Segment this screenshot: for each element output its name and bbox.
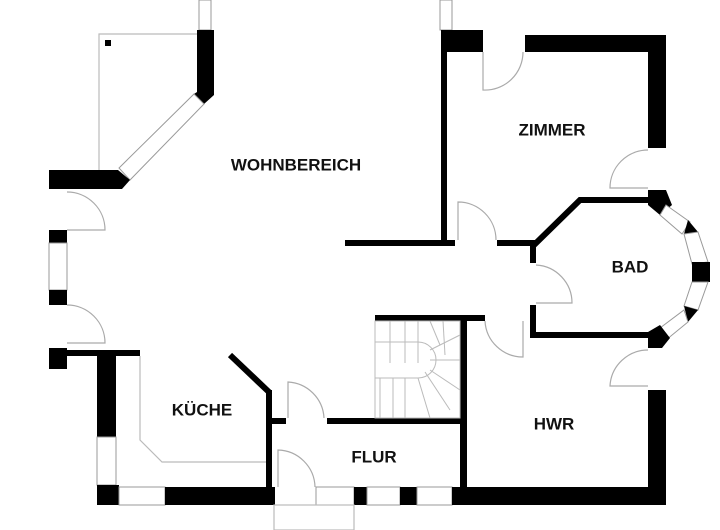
staircase (374, 320, 461, 419)
doors (66, 51, 649, 530)
interior-walls (227, 30, 648, 487)
room-label-zimmer: ZIMMER (518, 120, 585, 139)
kitchen-counter (139, 356, 266, 463)
room-label-wohnbereich: WOHNBEREICH (231, 155, 361, 174)
exterior-walls (48, 0, 666, 506)
room-label-hwr: HWR (534, 414, 575, 433)
bay-window (648, 190, 710, 348)
room-label-kueche: KÜCHE (172, 400, 232, 419)
room-label-flur: FLUR (351, 447, 396, 466)
terrace-outline (98, 33, 197, 170)
room-label-bad: BAD (612, 257, 649, 276)
